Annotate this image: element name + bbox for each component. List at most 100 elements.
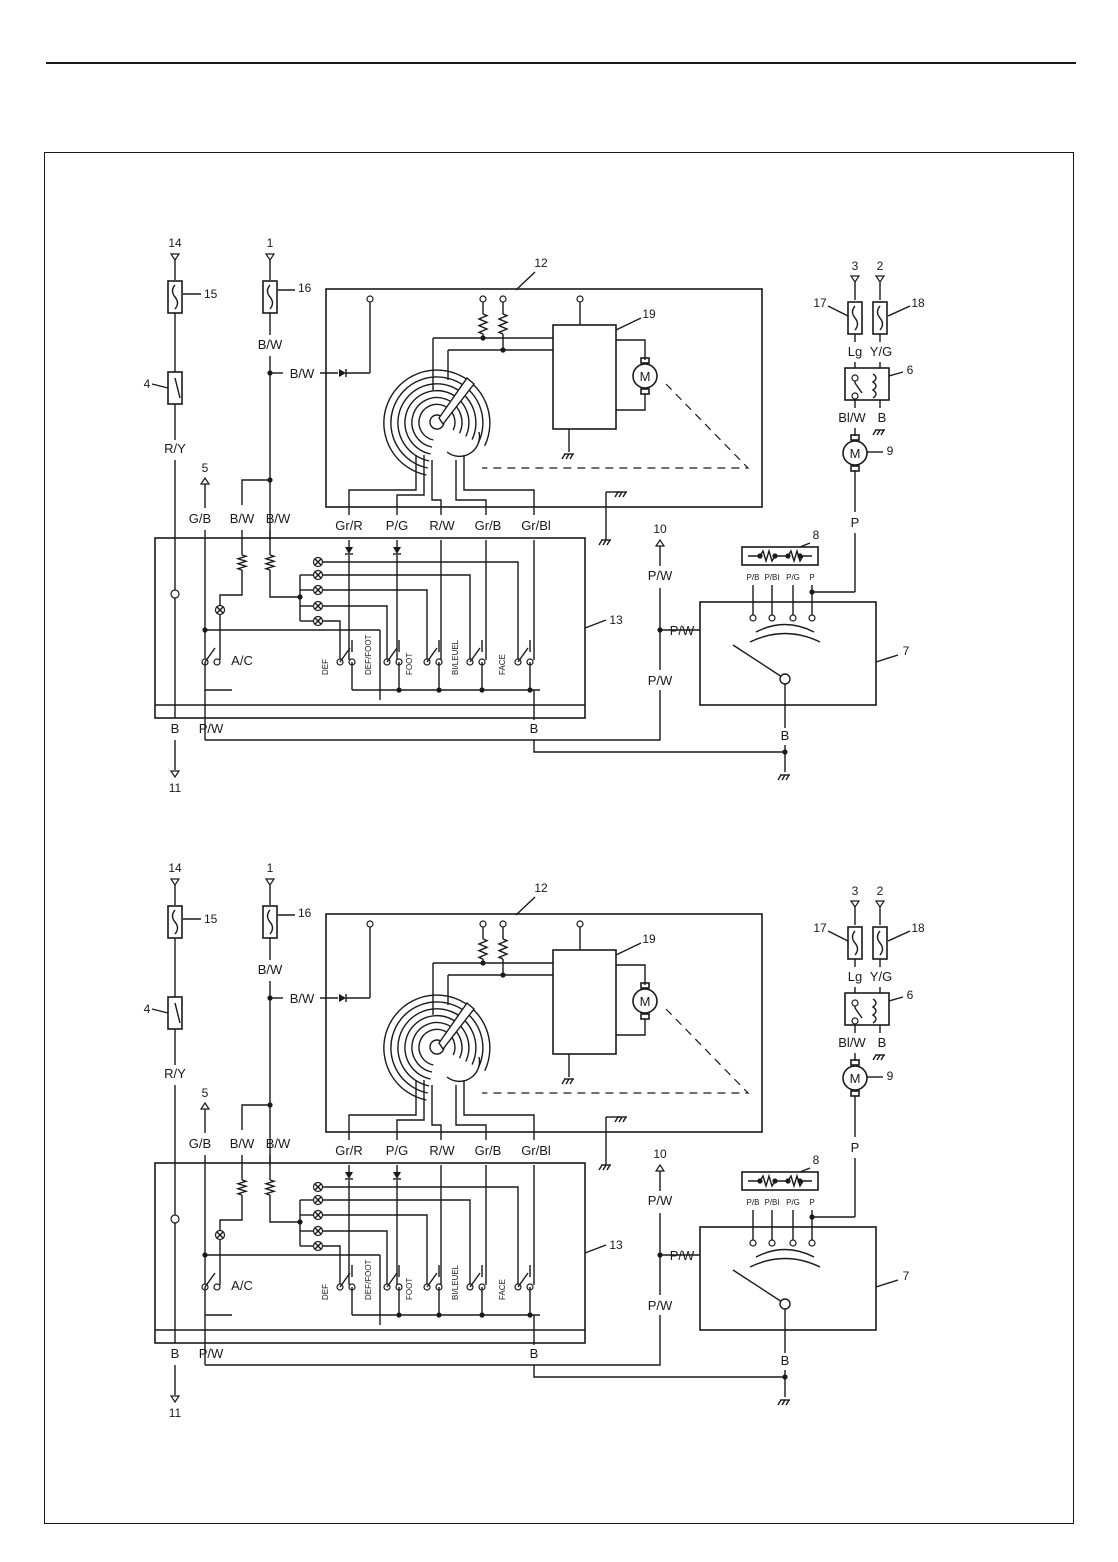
terminal-contact: [366, 295, 374, 303]
rotary-contact-arc: [404, 1014, 470, 1080]
switch-label-def_foot: DEF/FOOT: [364, 1259, 373, 1300]
resistor-pin-pg: P/G: [786, 1198, 800, 1207]
terminal-contact: [808, 614, 816, 622]
junction-dot: [396, 687, 402, 693]
terminal-10-arrow: [654, 1163, 666, 1172]
fuse-element: [171, 909, 179, 935]
wire-label-bl-w: Bl/W: [838, 410, 866, 425]
body-ground: [598, 1164, 611, 1171]
switch-4-blade: [174, 1002, 181, 1024]
fuse-element: [171, 284, 179, 310]
terminal-contact: [499, 920, 507, 928]
wire: [396, 1080, 425, 1131]
terminal-11: 11: [169, 1406, 182, 1420]
motor-brush: [640, 1013, 650, 1020]
callout-13: 13: [609, 1238, 623, 1252]
ground-hatch: [561, 1078, 566, 1085]
rotary-contact-arc: [446, 431, 481, 458]
switch-blade: [339, 647, 351, 663]
ground-hatch: [622, 491, 627, 498]
ground-hatch: [561, 453, 566, 460]
wire: [241, 479, 270, 505]
junction-dot: [772, 1178, 778, 1184]
wire: [205, 1315, 661, 1366]
terminal-1: 1: [267, 861, 274, 875]
motor-brush: [640, 357, 650, 364]
switch-blade: [469, 1272, 481, 1288]
callout-6: 6: [907, 363, 914, 377]
wire-label-b-w: B/W: [266, 511, 291, 526]
junction-dot: [436, 687, 442, 693]
wire: [205, 690, 661, 741]
wire: [204, 662, 232, 691]
wire: [323, 1214, 428, 1285]
leader: [799, 542, 811, 548]
control-module-19: [552, 949, 617, 1055]
resistor-coil: [748, 1173, 812, 1189]
resistor-pin-pb: P/B: [747, 573, 760, 582]
switch-blade: [426, 647, 438, 663]
wire-label-b: B: [781, 728, 790, 743]
blower-motor-9: M: [842, 434, 868, 472]
terminal-10: 10: [653, 522, 667, 536]
switch-blade: [204, 1272, 216, 1288]
resistor-pin-p: P: [809, 1198, 814, 1207]
ground-hatch: [614, 491, 619, 498]
mode-switch-face: [514, 647, 534, 666]
resistor-pin-pbl: P/BI: [764, 573, 779, 582]
relay-ground: [872, 429, 885, 436]
leader: [584, 619, 607, 629]
terminal-11: 11: [169, 781, 182, 795]
rotary-contact-arc: [383, 369, 491, 476]
terminal-contact: [213, 1283, 221, 1291]
callout-18: 18: [911, 296, 925, 310]
wire-label-p-w: P/W: [648, 1298, 673, 1313]
switch-label-def: DEF: [321, 1284, 330, 1300]
rotary-contact-arc: [404, 389, 470, 455]
motor-body: [842, 440, 868, 466]
junction-dot: [785, 1178, 791, 1184]
blower-motor-9: M: [842, 1059, 868, 1097]
switch-label-bi_level: BI/LEUEL: [451, 1264, 460, 1300]
wire-label-b: B: [171, 1346, 180, 1361]
indicator-led: [312, 556, 324, 568]
ac-switch: [201, 647, 221, 666]
rotary-contact-arc: [446, 1056, 481, 1083]
ground-hatch: [872, 1054, 877, 1061]
diode-def: [345, 547, 353, 554]
selector-arc: [749, 1257, 821, 1268]
wire-label-b: B: [878, 410, 887, 425]
wire: [323, 620, 341, 660]
selector-arc: [755, 1248, 815, 1258]
wire: [219, 1195, 243, 1230]
wire-label-b: B: [530, 1346, 539, 1361]
switch-blade: [204, 647, 216, 663]
junction-dot: [785, 553, 791, 559]
callout-7: 7: [903, 1269, 910, 1283]
wire-label-y-g: Y/G: [870, 969, 892, 984]
terminal-contact: [576, 920, 584, 928]
junction-dot: [527, 687, 533, 693]
terminal-contact: [768, 1239, 776, 1247]
led-cross: [314, 1196, 322, 1204]
terminal-contact: [808, 1239, 816, 1247]
arrow-down: [849, 900, 861, 909]
terminal-contact: [851, 374, 859, 382]
ground-hatch: [777, 774, 782, 781]
leader: [615, 317, 642, 331]
led-cross: [314, 571, 322, 579]
control-module-19: [552, 324, 617, 430]
switch-blade: [517, 1272, 529, 1288]
ground-hatch: [880, 1054, 885, 1061]
switch-label-def: DEF: [321, 659, 330, 675]
callout-17: 17: [813, 296, 827, 310]
callout-12: 12: [534, 256, 548, 270]
wire-label-p-w: P/W: [648, 673, 673, 688]
diode-def-foot: [393, 1172, 401, 1179]
wire-label-p-w: P/W: [199, 1346, 224, 1361]
switch-blade: [339, 1272, 351, 1288]
leader: [827, 930, 849, 942]
wire-label-b-w: B/W: [230, 511, 255, 526]
junction-dot: [396, 1312, 402, 1318]
wire-label-bl-w: Bl/W: [838, 1035, 866, 1050]
